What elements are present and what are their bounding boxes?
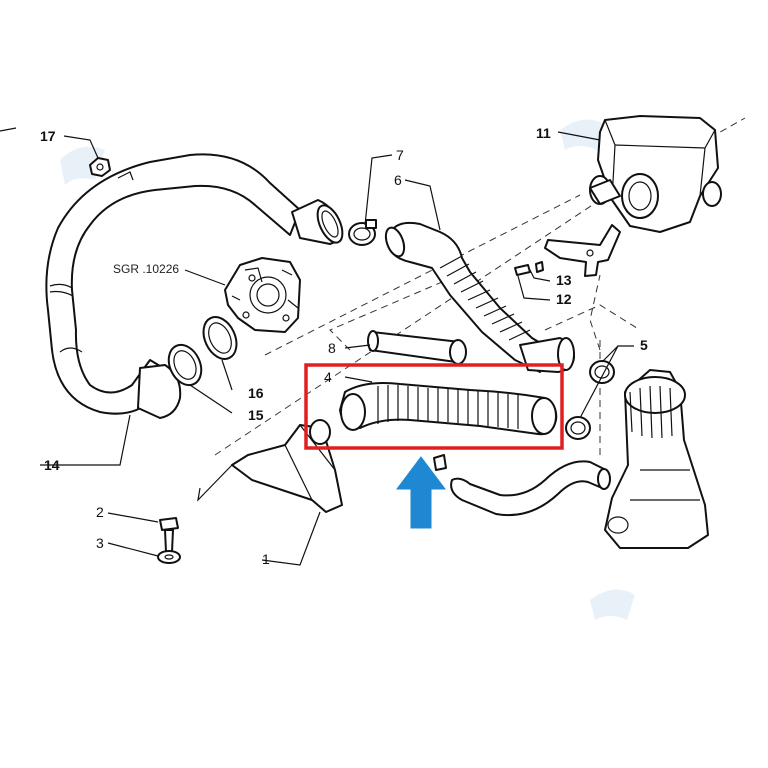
small-curved-hose [433,454,611,517]
callout-2: 2 [96,504,104,520]
throttle-body [224,257,301,333]
callout-12: 12 [556,291,572,307]
callout-4: 4 [324,369,332,385]
callout-8: 8 [328,340,336,356]
callout-7: 7 [396,147,404,163]
pipe-part-8 [367,330,467,365]
bracket-12-13 [514,224,621,277]
callout-11: 11 [536,125,551,141]
hose-part-4 [339,382,558,436]
callout-14: 14 [44,457,60,473]
reference-label: SGR .10226 [113,262,179,276]
callout-13: 13 [556,272,572,288]
callout-5: 5 [640,337,648,353]
washer-part-3 [157,550,181,564]
pointer-arrow [396,456,446,529]
bracket-part-1 [231,419,343,513]
edge-mark [0,127,17,132]
air-box-part-11 [589,115,722,233]
gasket-part-16 [202,316,238,360]
leader-lines [40,131,634,566]
callout-16: 16 [248,385,264,401]
callout-15: 15 [248,407,264,423]
clamp-part-5 [565,360,615,440]
callout-17: 17 [40,128,56,144]
clamp-part-15 [167,343,203,387]
callout-1: 1 [262,551,270,567]
highlight-box [304,363,564,450]
air-filter-housing [604,369,709,549]
screw-part-2 [159,517,179,553]
callout-3: 3 [96,535,104,551]
hose-part-14 [45,153,344,419]
callout-numbers: 17 14 16 15 7 6 8 4 11 13 12 5 2 3 1 [40,125,648,567]
callout-6: 6 [394,172,402,188]
clamp-part-7 [348,219,377,246]
